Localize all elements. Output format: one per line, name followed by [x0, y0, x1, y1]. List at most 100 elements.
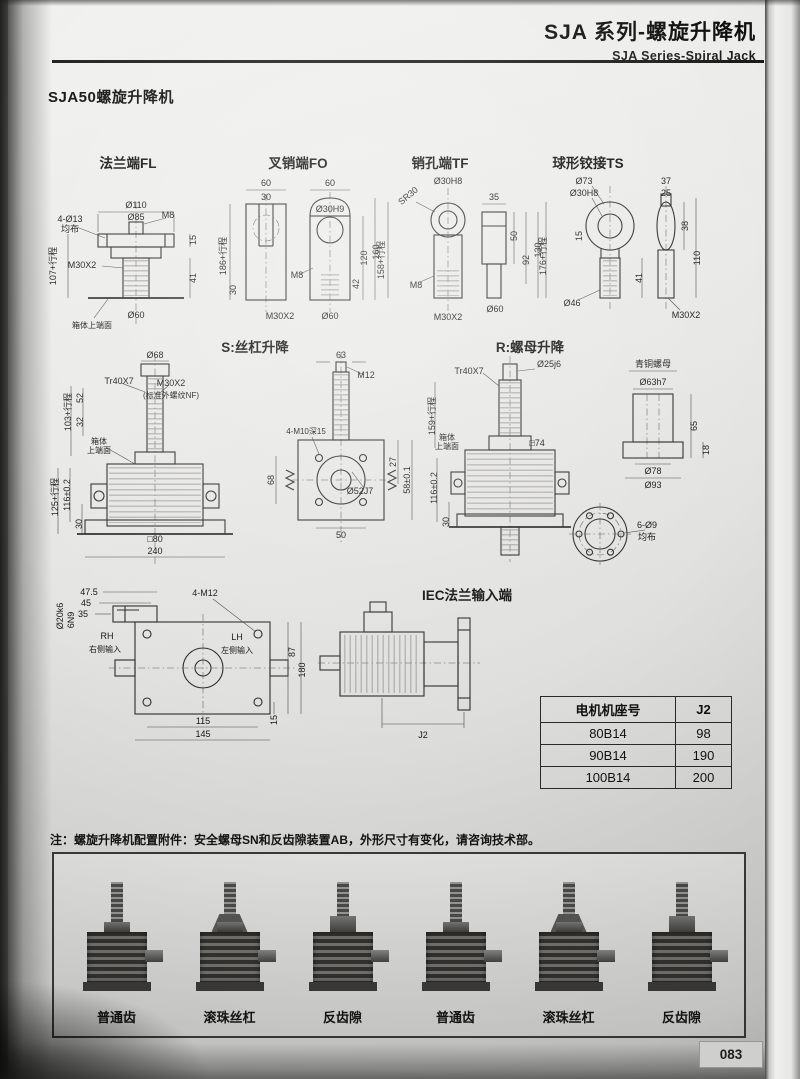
dim-label: SR30 — [396, 185, 420, 207]
table-header-j2: J2 — [674, 696, 733, 723]
dim-label: Ø52J7 — [347, 486, 374, 496]
dim-label: 60 — [261, 178, 271, 188]
dim-label: Ø63h7 — [639, 377, 666, 387]
page-subtitle: SJA Series-Spiral Jack — [612, 49, 756, 63]
dim-label: 110 — [692, 251, 702, 265]
drawing-flange-end: Ø110 Ø85 15 41 4-Ø13 均布 M30X2 M8 Ø60 107… — [47, 200, 198, 330]
dim-label: 158+行程 — [375, 241, 386, 279]
dim-label: 180 — [297, 662, 307, 677]
dim-label: LH — [231, 632, 243, 642]
page-number: 083 — [700, 1042, 762, 1067]
dim-label: 159+行程 — [426, 397, 437, 435]
page-header: SJA 系列-螺旋升降机 SJA Series-Spiral Jack — [544, 16, 756, 63]
page-title: SJA 系列-螺旋升降机 — [544, 21, 756, 44]
dimension-labels: Ø30H8 SR30 35 130 92 50 M8 M30X2 Ø60 158… — [375, 176, 543, 322]
drawing-title-fl: 法兰端FL — [99, 156, 157, 171]
dim-label: M30X2 — [434, 312, 463, 322]
dim-label: 92 — [521, 255, 531, 265]
dim-label: 4-M12 — [192, 588, 218, 598]
dim-label: 58±0.1 — [402, 466, 412, 493]
dimension-labels: Ø73 Ø30H8 37 25 38 110 15 Ø46 41 M30X2 1… — [537, 176, 702, 320]
dimension-labels: Ø68 Tr40X7 M30X2 (标准外螺纹NF) 52 32 103+行程 … — [49, 350, 199, 556]
jack-photo — [408, 878, 504, 1000]
dim-label: M30X2 — [68, 260, 97, 270]
table-header-motor-frame: 电机机座号 — [540, 696, 676, 723]
dim-label: 4-Ø13 — [57, 214, 82, 224]
product-item: 普通齿 — [408, 878, 504, 1026]
dim-label: 65 — [689, 421, 699, 431]
dim-label: 35 — [489, 192, 499, 202]
table-row: 90B14 190 — [540, 744, 733, 767]
dim-label: Ø78 — [644, 466, 661, 476]
dim-label: 35 — [78, 609, 88, 619]
dim-label: M30X2 — [266, 311, 295, 321]
dim-label: □80 — [147, 534, 162, 544]
drawing-geometry — [434, 356, 704, 565]
dim-label: 63 — [336, 350, 346, 360]
drawing-geometry — [95, 591, 302, 741]
drawing-geometry — [318, 601, 480, 728]
dim-label: 18 — [701, 445, 711, 455]
face-label: 箱体 — [91, 436, 107, 446]
jack-photo — [521, 878, 617, 1000]
dim-label: 125+行程 — [49, 478, 60, 516]
cell-j2: 98 — [674, 722, 733, 745]
dim-label: 50 — [336, 530, 346, 540]
drawing-iec-side-view: J2 — [318, 601, 480, 740]
label-screw-lifting: S:丝杠升降 — [221, 340, 289, 355]
dim-label: 130 — [533, 242, 543, 257]
cell-motor-frame: 90B14 — [540, 744, 676, 767]
product-label: 普通齿 — [435, 1010, 475, 1025]
dim-label: M8 — [291, 270, 304, 280]
dim-label: 41 — [634, 273, 644, 283]
dim-label: 27 — [388, 457, 398, 467]
drawing-geometry — [545, 185, 697, 312]
footnote: 注：螺旋升降机配置附件：安全螺母SN和反齿隙装置AB，外形尺寸有变化，请咨询技术… — [50, 833, 541, 847]
dim-label: 30 — [74, 519, 84, 529]
dim-label: 145 — [195, 729, 210, 739]
drawing-geometry — [275, 352, 413, 542]
dim-label: 均布 — [638, 531, 656, 542]
label-iec-input: IEC法兰输入端 — [421, 588, 513, 603]
dim-label: Ø73 — [575, 176, 592, 186]
label-nut-lifting: R:螺母升降 — [495, 340, 565, 355]
face-label: 箱体上端面 — [72, 320, 112, 330]
dim-label: 60 — [325, 178, 335, 188]
dim-label: 15 — [188, 235, 198, 245]
cell-j2: 200 — [674, 766, 733, 789]
dim-label: □74 — [529, 438, 544, 448]
dim-label: 均布 — [61, 223, 79, 234]
motor-frame-table: 电机机座号 J2 80B14 98 90B14 190 100B14 200 — [540, 696, 733, 789]
dim-label: 176+行程 — [537, 237, 548, 275]
dim-label: Ø20k6 — [55, 603, 65, 630]
dim-label: 6N9 — [66, 612, 76, 629]
drawing-title-tf: 销孔端TF — [411, 156, 469, 171]
dim-label: M8 — [162, 210, 175, 220]
drawing-geometry — [229, 189, 376, 312]
dim-label: Ø30H9 — [316, 204, 345, 214]
dim-label: Ø46 — [563, 298, 580, 308]
product-item: 滚珠丝杠 — [521, 878, 617, 1026]
drawing-pin-hole-end: Ø30H8 SR30 35 130 92 50 M8 M30X2 Ø60 158… — [375, 176, 543, 322]
drawing-title-fo: 叉销端FO — [268, 156, 328, 171]
dimension-labels: 47.5 45 35 Ø20k6 6N9 RH 右侧输入 4-M12 87 18… — [55, 587, 307, 739]
dim-label: 4-M10深15 — [286, 427, 326, 436]
dim-label: 107+行程 — [47, 247, 58, 285]
dim-label: Ø93 — [644, 480, 661, 490]
product-item: 反齿隙 — [634, 878, 730, 1026]
dim-label: 右侧输入 — [89, 644, 121, 654]
dim-label: 120 — [359, 250, 369, 265]
drawing-geometry — [57, 354, 233, 566]
dim-label: 30 — [261, 192, 271, 202]
drawing-geometry — [387, 188, 539, 312]
dim-label: 186+行程 — [217, 237, 228, 275]
dim-label: 87 — [287, 647, 297, 657]
dim-label: 左侧输入 — [221, 645, 253, 655]
dim-label: 25 — [661, 188, 671, 198]
drawing-nut-lifting: Tr40X7 Ø25j6 159+行程 箱体 上端面 116±0.2 30 □7… — [426, 356, 711, 565]
drawing-screw-jack-front: Ø68 Tr40X7 M30X2 (标准外螺纹NF) 52 32 103+行程 … — [49, 350, 233, 566]
dim-label: Ø85 — [127, 212, 144, 222]
table-row: 100B14 200 — [540, 766, 733, 789]
dim-label: 6-Ø9 — [637, 520, 657, 530]
